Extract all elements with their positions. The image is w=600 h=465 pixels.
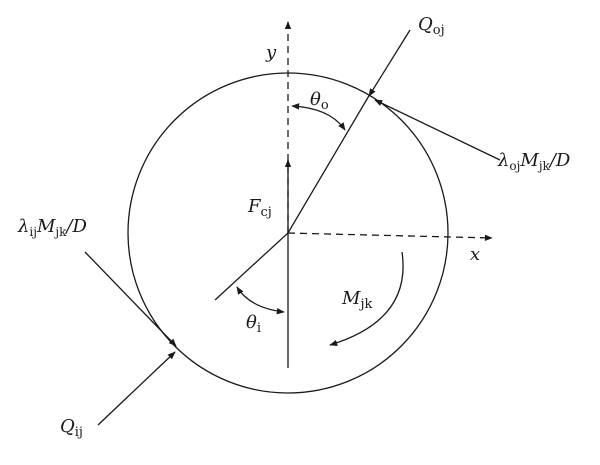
q-outer-label: Qoj bbox=[418, 14, 445, 38]
q-inner-label: Qij bbox=[60, 416, 83, 440]
theta-o-label: θo bbox=[310, 89, 329, 113]
y-axis-label: y bbox=[265, 42, 277, 63]
x-axis-dashed bbox=[287, 232, 493, 242]
q-inner-arrow bbox=[97, 351, 176, 426]
theta-o-arc bbox=[291, 103, 346, 131]
contact-line bbox=[214, 93, 371, 301]
lambda-inner-line bbox=[84, 251, 177, 347]
q-outer-arrow bbox=[368, 29, 411, 97]
lambda-outer-label: λojMjk/D bbox=[497, 150, 571, 173]
theta-i-label: θi bbox=[246, 312, 261, 336]
x-axis-label: x bbox=[470, 244, 480, 265]
lambda-inner-label: λijMjk/D bbox=[17, 216, 87, 239]
moment-jk-arrow bbox=[329, 251, 404, 346]
lambda-outer-line bbox=[374, 99, 501, 161]
force-cj-label: Fcj bbox=[247, 196, 272, 220]
moment-jk-label: Mjk bbox=[341, 288, 372, 312]
theta-i-arc bbox=[236, 286, 285, 315]
